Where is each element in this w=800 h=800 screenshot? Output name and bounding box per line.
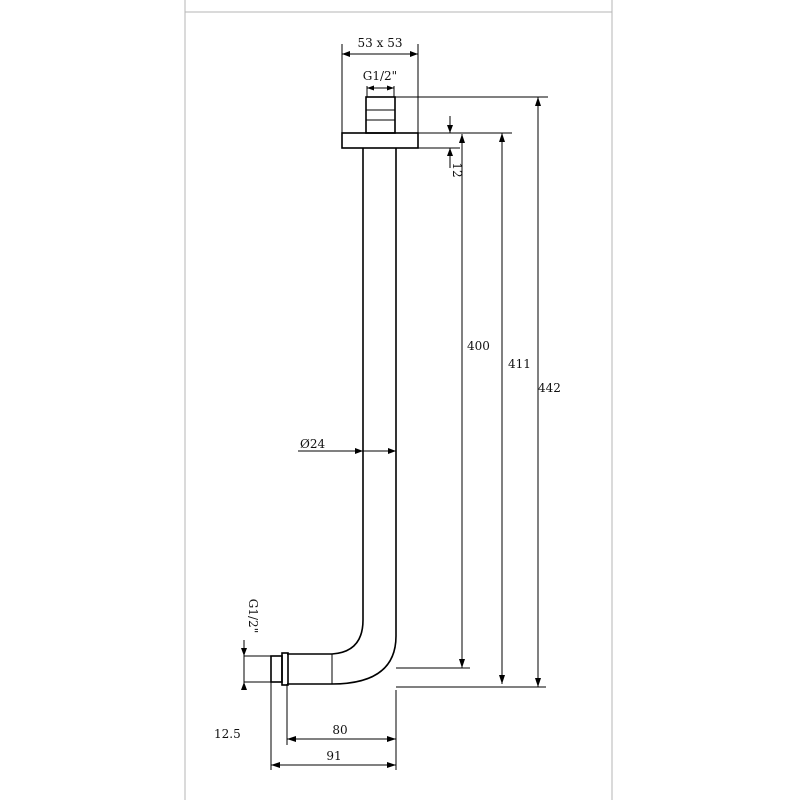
dim-height-411: 411 — [499, 133, 531, 684]
ceiling-flange — [341, 132, 419, 149]
dim-height-442: 442 — [396, 97, 561, 688]
width-80-label: 80 — [332, 723, 347, 737]
tube-bend-outer — [331, 635, 397, 685]
outlet-nut — [281, 652, 289, 686]
dim-flange-size: 53 x 53 — [341, 36, 419, 133]
top-thread-label: G1/2" — [363, 69, 397, 83]
flange-thickness-label: 12 — [450, 162, 464, 177]
dim-width-91: 91 — [271, 749, 396, 768]
dim-height-400: 400 — [396, 134, 490, 669]
shower-arm-part — [270, 96, 419, 686]
tube-bend-inner — [331, 619, 364, 655]
dim-tube-diameter: Ø24 — [298, 437, 396, 454]
outlet-thread-label: G1/2" — [246, 599, 260, 633]
dim-outlet-thread: G1/2" — [241, 599, 271, 690]
outlet-offset-label: 12.5 — [214, 727, 241, 741]
dim-flange-thickness: 12 — [447, 116, 464, 178]
width-91-label: 91 — [326, 749, 341, 763]
top-thread-nipple — [365, 96, 396, 134]
flange-size-label: 53 x 53 — [358, 36, 403, 50]
tube-diameter-label: Ø24 — [300, 437, 325, 451]
height-442-label: 442 — [538, 381, 561, 395]
height-411-label: 411 — [508, 357, 531, 371]
dim-top-thread: G1/2" — [363, 69, 397, 97]
dim-width-80: 80 — [287, 723, 396, 742]
outlet-thread — [270, 655, 283, 683]
height-400-label: 400 — [467, 339, 490, 353]
